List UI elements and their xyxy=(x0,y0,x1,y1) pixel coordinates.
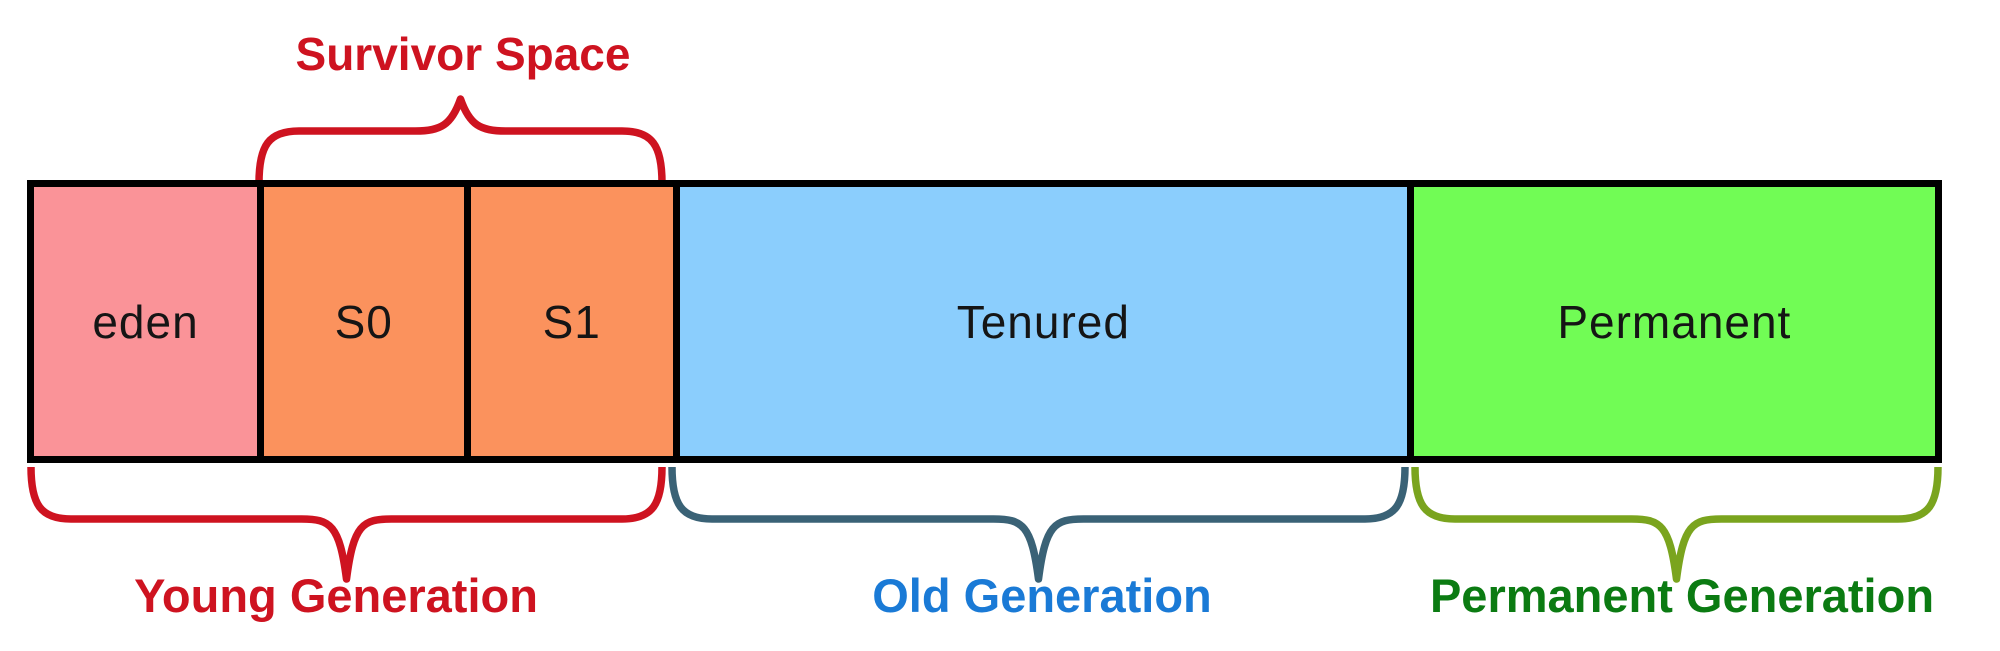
permanent-generation-label: Permanent Generation xyxy=(1429,569,1935,622)
segment-permanent: Permanent xyxy=(1413,187,1935,456)
young-generation-brace-path xyxy=(27,467,666,583)
young-generation-brace xyxy=(27,467,666,583)
segment-permanent-label: Permanent xyxy=(1557,295,1792,348)
segment-s1-label: S1 xyxy=(542,295,601,348)
permanent-generation-brace xyxy=(1411,467,1942,583)
segment-eden-label: eden xyxy=(92,295,199,348)
old-generation-brace-path xyxy=(668,467,1409,583)
segment-tenured: Tenured xyxy=(679,187,1414,456)
segment-s0-label: S0 xyxy=(334,295,393,348)
old-generation-label: Old Generation xyxy=(872,569,1212,622)
segment-eden: eden xyxy=(34,187,264,456)
segment-s1: S1 xyxy=(470,187,680,456)
survivor-space-label: Survivor Space xyxy=(295,28,631,80)
young-generation-label: Young Generation xyxy=(134,569,538,622)
segment-s0: S0 xyxy=(264,187,471,456)
permanent-generation-brace-path xyxy=(1411,467,1942,583)
segment-tenured-label: Tenured xyxy=(956,295,1130,348)
old-generation-brace xyxy=(668,467,1409,583)
survivor-space-brace xyxy=(255,95,666,183)
heap-bar: eden S0 S1 Tenured Permanent xyxy=(27,180,1942,463)
survivor-space-brace-path xyxy=(255,95,666,183)
